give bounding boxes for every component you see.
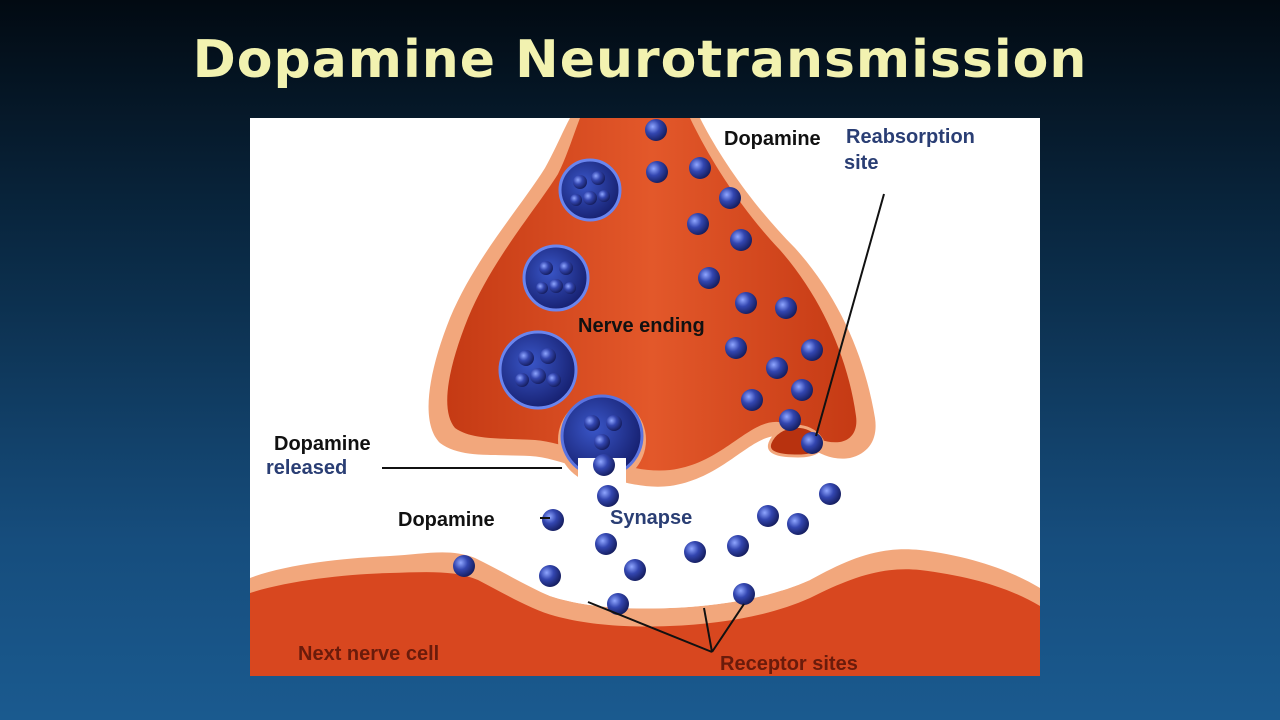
dopamine-label: Dopamine: [398, 509, 495, 531]
dopamine-released-label-line2: released: [266, 457, 347, 479]
nerve-ending-label: Nerve ending: [578, 315, 705, 337]
reabsorption-prefix-label: Dopamine: [724, 128, 821, 150]
reabsorption-label-line2: site: [844, 152, 878, 174]
synapse-label: Synapse: [610, 507, 692, 529]
dopamine-molecule-icon: [453, 119, 841, 615]
next-nerve-cell-label: Next nerve cell: [298, 643, 439, 665]
pointer-lines: [382, 193, 885, 653]
receptor-sites-label: Receptor sites: [720, 653, 858, 675]
reabsorption-label-line1: Reabsorption: [846, 126, 975, 148]
page-title: Dopamine Neurotransmission: [192, 30, 1088, 90]
dopamine-diagram: Dopamine Reabsorption site Nerve ending …: [250, 118, 1040, 676]
next-nerve-cell: [250, 549, 1040, 676]
diagram-svg: Dopamine Reabsorption site Nerve ending …: [250, 118, 1040, 676]
dopamine-released-label-line1: Dopamine: [274, 433, 371, 455]
